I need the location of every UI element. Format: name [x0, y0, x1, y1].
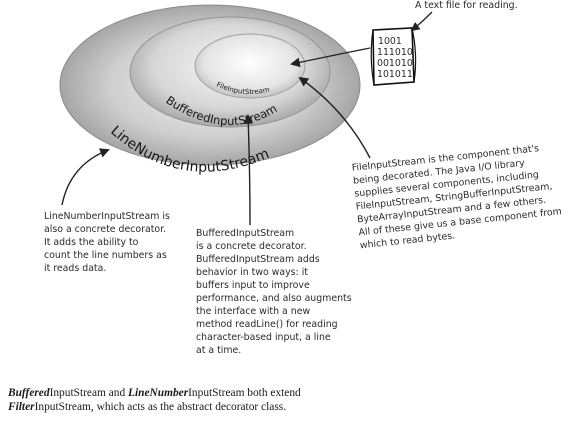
- file-bits-line: 101011: [377, 69, 413, 80]
- note-line: buffers input to improve: [196, 280, 310, 291]
- note-line: BufferedInputStream adds: [196, 254, 320, 265]
- note-line: performance, and also augments: [196, 293, 352, 304]
- note-line: at a time.: [196, 345, 241, 356]
- note-line: LineNumberInputStream is: [44, 211, 170, 222]
- ring-file-input-stream: [194, 33, 306, 99]
- note-line: behavior in two ways: it: [196, 267, 308, 278]
- file-bits-line: 111010: [377, 47, 413, 58]
- note-line: method readLine() for reading: [196, 319, 338, 330]
- arrow-file-to-inner: [290, 47, 371, 68]
- arrow-line-number-note: [61, 148, 110, 206]
- note-file-input: FileInputStream is the component that's …: [351, 143, 562, 251]
- note-line: BufferedInputStream: [196, 228, 294, 239]
- note-line-number: LineNumberInputStream is also a concrete…: [44, 211, 170, 274]
- arrow-buffered-note: [243, 114, 254, 226]
- note-buffered: BufferedInputStream is a concrete decora…: [196, 228, 352, 356]
- caption-text: InputStream both extend: [188, 387, 301, 399]
- note-line: the interface with a new: [196, 306, 310, 317]
- note-line: is a concrete decorator.: [196, 241, 307, 252]
- caption-text: InputStream and: [49, 387, 129, 399]
- note-line: it reads data.: [44, 263, 106, 274]
- note-line: It adds the ability to: [44, 237, 139, 248]
- note-line: count the line numbers as: [44, 250, 167, 261]
- arrow-file-label: [410, 11, 433, 32]
- file-label: A text file for reading.: [415, 0, 518, 11]
- text-file-icon: 1001 111010 001010 101011: [370, 27, 417, 86]
- note-line: character-based input, a line: [196, 332, 331, 343]
- caption-linenumber-bold: LineNumber: [128, 387, 189, 399]
- note-line: also a concrete decorator.: [44, 224, 166, 235]
- caption-filter-bold: Filter: [8, 401, 35, 413]
- arrow-component-note: [298, 76, 371, 159]
- file-bits-line: 1001: [378, 36, 402, 47]
- file-bits-line: 001010: [377, 58, 413, 69]
- caption-text: InputStream, which acts as the abstract …: [34, 401, 287, 413]
- caption-buffered-bold: Buffered: [8, 387, 50, 399]
- diagram-caption: BufferedInputStream and LineNumberInputS…: [8, 386, 568, 414]
